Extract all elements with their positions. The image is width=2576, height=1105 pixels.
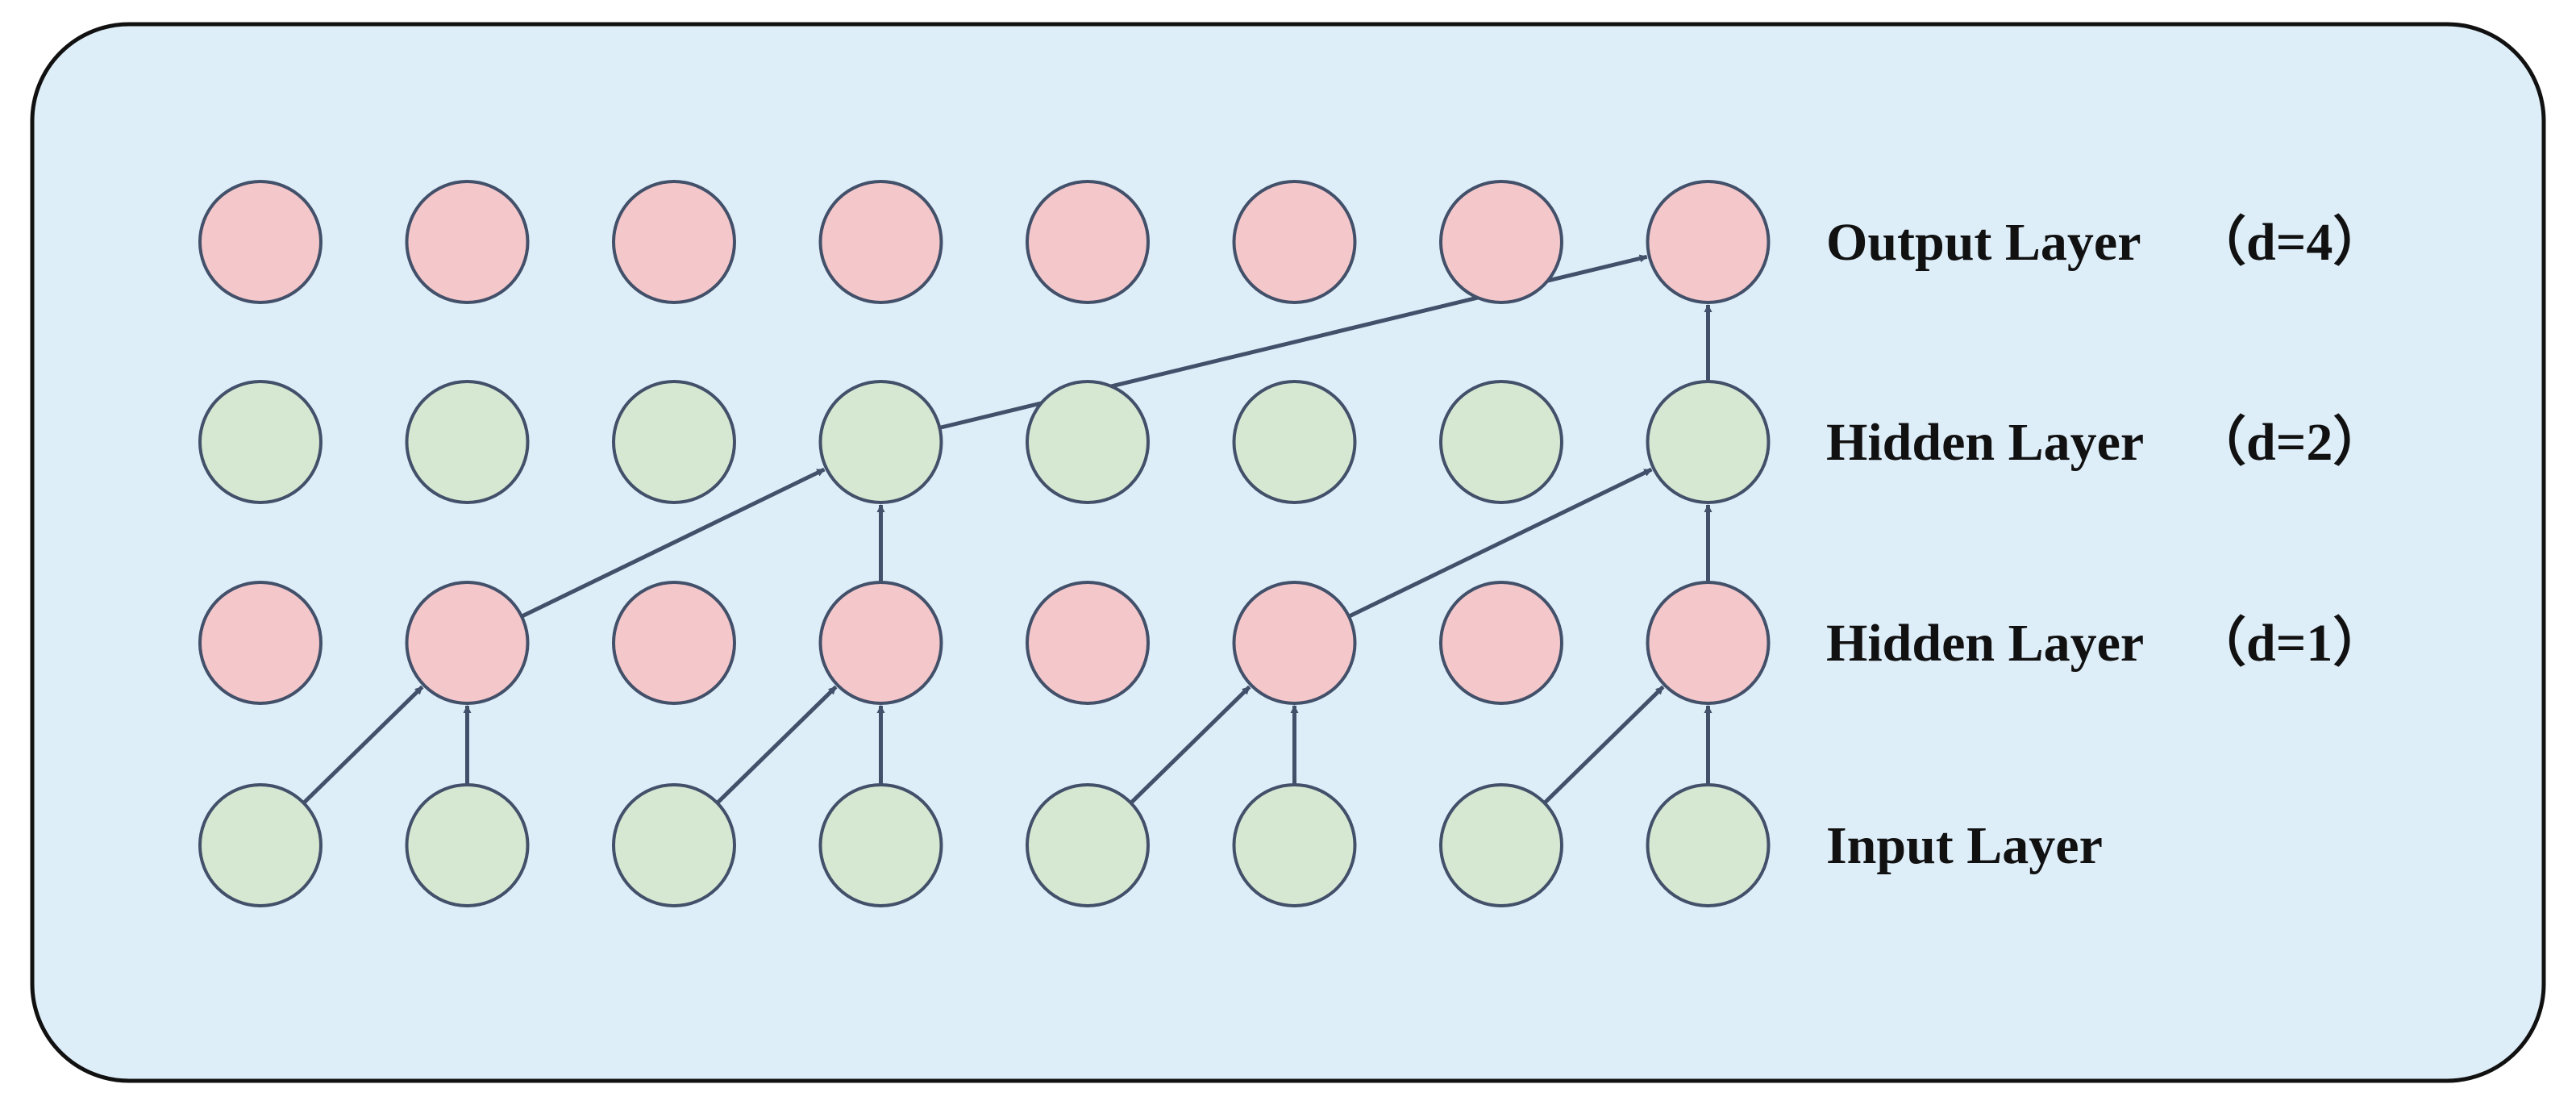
node-layer2-6 — [1439, 581, 1563, 705]
node-layer1-5 — [1232, 380, 1357, 504]
node-layer1-2 — [612, 380, 736, 504]
connection-arrow — [715, 685, 838, 805]
node-layer1-4 — [1026, 380, 1150, 504]
node-layer3-0 — [198, 783, 323, 907]
node-layer2-4 — [1026, 581, 1150, 705]
node-layer2-1 — [405, 581, 530, 705]
node-layer2-5 — [1232, 581, 1357, 705]
connection-arrow — [1347, 467, 1653, 619]
node-layer3-6 — [1439, 783, 1563, 907]
node-layer0-2 — [612, 180, 736, 304]
node-layer3-7 — [1646, 783, 1771, 907]
node-layer2-7 — [1646, 581, 1771, 705]
node-layer0-5 — [1232, 180, 1357, 304]
layer-labels: Output Layer （d=4） Hidden Layer （d=2） Hidden… — [1826, 212, 2386, 875]
node-layer2-3 — [818, 581, 943, 705]
node-layer0-6 — [1439, 180, 1563, 304]
node-layer0-4 — [1026, 180, 1150, 304]
connection-arrow — [302, 685, 424, 805]
node-layer0-7 — [1646, 180, 1771, 304]
layer-label: Hidden Layer — [1826, 413, 2144, 472]
layer-label: Input Layer — [1826, 816, 2103, 875]
node-layer3-4 — [1026, 783, 1150, 907]
connection-arrow — [1542, 685, 1665, 805]
node-layer1-3 — [818, 380, 943, 504]
node-layer2-0 — [198, 581, 323, 705]
node-layer0-1 — [405, 180, 530, 304]
node-layer3-2 — [612, 783, 736, 907]
connection-arrow — [1129, 685, 1251, 805]
node-layer3-3 — [818, 783, 943, 907]
node-layer1-6 — [1439, 380, 1563, 504]
connection-arrow — [520, 467, 826, 619]
dilation-label: （d=1） — [2193, 613, 2386, 673]
node-layer3-1 — [405, 783, 530, 907]
node-layer0-0 — [198, 180, 323, 304]
layer-label: Output Layer — [1826, 213, 2141, 272]
node-layer1-1 — [405, 380, 530, 504]
node-layer1-0 — [198, 380, 323, 504]
node-layer3-5 — [1232, 783, 1357, 907]
dilation-label: （d=2） — [2193, 412, 2386, 472]
layer-label: Hidden Layer — [1826, 614, 2144, 673]
node-layer0-3 — [818, 180, 943, 304]
dilation-label: （d=4） — [2193, 212, 2386, 272]
node-layer1-7 — [1646, 380, 1771, 504]
node-layer2-2 — [612, 581, 736, 705]
nodes — [198, 180, 1771, 907]
